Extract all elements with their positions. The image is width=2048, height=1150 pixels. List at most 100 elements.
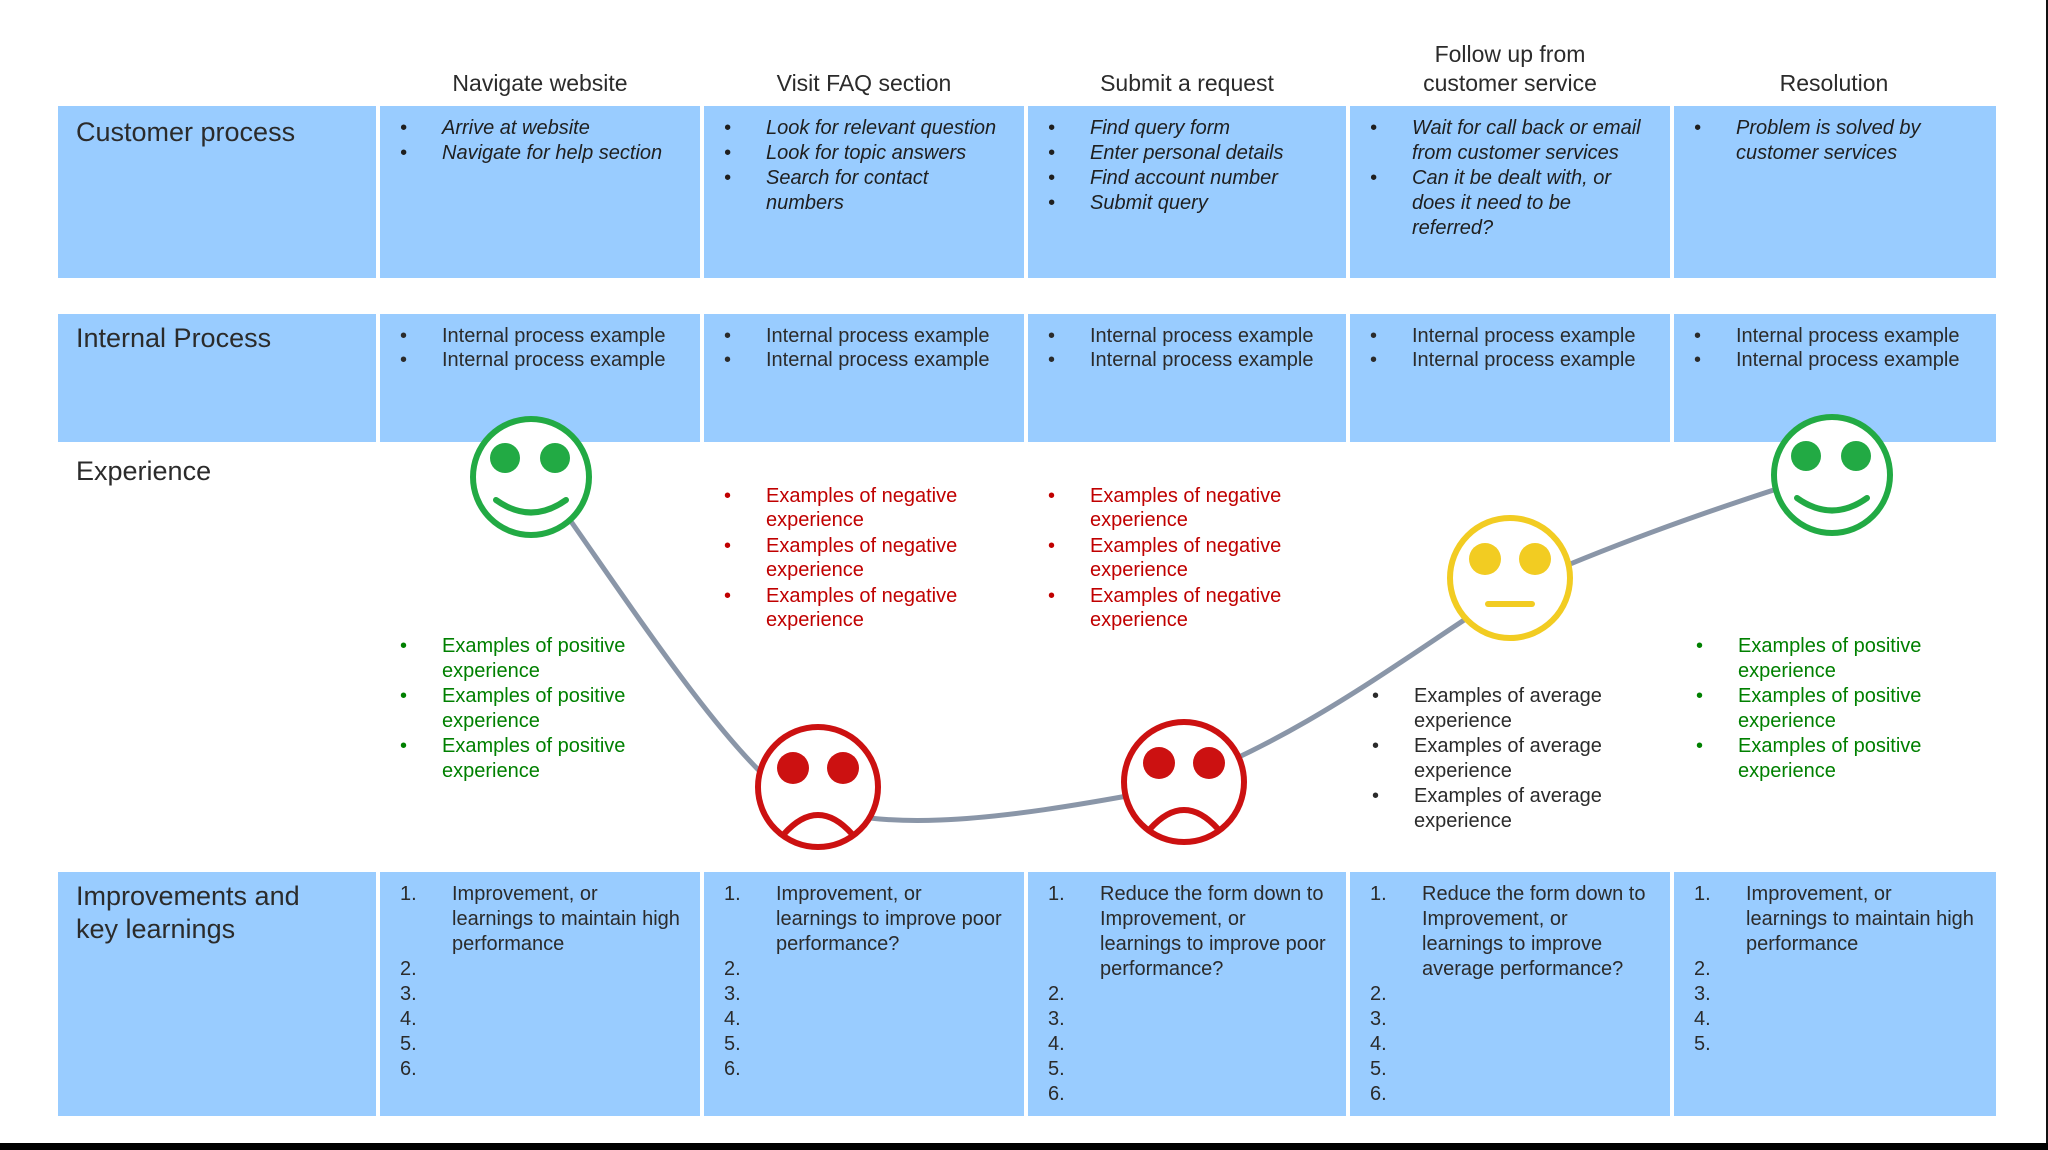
list-item: Problem is solved by customer services: [1694, 116, 1974, 166]
list-item: Find account number: [1048, 166, 1328, 191]
list-item: Arrive at website: [400, 116, 680, 141]
customer-steps-list: Wait for call back or email from custome…: [1370, 116, 1650, 241]
list-number: 6.: [400, 1058, 417, 1080]
row-label-cell: Improvements and key learnings: [58, 872, 376, 1116]
list-number: 4.: [400, 1008, 417, 1030]
list-number: 4.: [1694, 1008, 1711, 1030]
list-item: Examples of average experience: [1372, 734, 1642, 784]
column-header-faq: Visit FAQ section: [776, 70, 952, 96]
column-header-submit: Submit a request: [1100, 70, 1274, 96]
happy-face-icon: [1771, 414, 1893, 536]
list-item: 4.: [400, 1007, 680, 1032]
list-item: Examples of negative experience: [1048, 534, 1308, 582]
list-item: Internal process example: [1370, 348, 1660, 372]
improvements-cell-2: 1.Improvement, or learnings to improve p…: [704, 872, 1024, 1116]
list-number: 5.: [1370, 1058, 1387, 1080]
internal-list: Internal process example Internal proces…: [1694, 324, 1984, 372]
list-item: 2.: [1694, 957, 1974, 982]
improvements-cell-3: 1. Reduce the form down to Improvement, o…: [1028, 872, 1346, 1116]
list-item: Examples of positive experience: [400, 634, 670, 684]
list-item: 1.Improvement, or learnings to maintain …: [1694, 882, 1974, 957]
improvements-list: 1.Improvement, or learnings to improve p…: [724, 882, 1004, 1082]
sad-face-icon: [755, 724, 881, 850]
list-item: 1.Improvement, or learnings to maintain …: [400, 882, 680, 957]
list-number: 6.: [1370, 1083, 1387, 1105]
list-item: Can it be dealt with, or does it need to…: [1370, 166, 1650, 241]
list-item: Look for topic answers: [724, 141, 1004, 166]
list-item: Internal process example: [724, 348, 1014, 372]
customer-cell-1: Arrive at website Navigate for help sect…: [380, 106, 700, 278]
improvements-label: Improvements and key learnings: [76, 881, 300, 944]
list-number: 5.: [724, 1033, 741, 1055]
improvements-list: 1. Reduce the form down to Improvement, o…: [1048, 882, 1328, 1107]
list-item: 2.: [1370, 982, 1650, 1007]
list-item: 5.: [400, 1032, 680, 1057]
list-item: 4.: [1694, 1007, 1974, 1032]
list-item: 5.: [1048, 1057, 1328, 1082]
improvements-list: 1.Improvement, or learnings to maintain …: [400, 882, 680, 1082]
customer-steps-list: Find query form Enter personal details F…: [1048, 116, 1328, 216]
list-number: 4.: [1048, 1033, 1065, 1055]
customer-steps-list: Look for relevant question Look for topi…: [724, 116, 1004, 216]
list-number: 3.: [1694, 983, 1711, 1005]
list-number: 6.: [724, 1058, 741, 1080]
list-number: 3.: [400, 983, 417, 1005]
list-item: 6.: [724, 1057, 1004, 1082]
list-number: 3.: [1048, 1008, 1065, 1030]
list-number: 2.: [1694, 958, 1711, 980]
list-item: 5.: [1370, 1057, 1650, 1082]
list-item: 1. Reduce the form down to Improvement, o…: [1048, 882, 1328, 982]
customer-steps-list: Arrive at website Navigate for help sect…: [400, 116, 680, 166]
list-item: Internal process example: [400, 348, 690, 372]
list-item: 4.: [724, 1007, 1004, 1032]
list-item: Navigate for help section: [400, 141, 680, 166]
list-item: Search for contact numbers: [724, 166, 1004, 216]
list-item: Submit query: [1048, 191, 1328, 216]
happy-face-icon: [470, 416, 592, 538]
internal-list: Internal process example Internal proces…: [724, 324, 1014, 372]
customer-cell-3: Find query form Enter personal details F…: [1028, 106, 1346, 278]
list-item: Examples of positive experience: [1696, 634, 1966, 684]
customer-cell-5: Problem is solved by customer services: [1674, 106, 1996, 278]
list-item: Internal process example: [724, 324, 1014, 348]
list-number: 1.: [724, 883, 741, 905]
list-number: 2.: [724, 958, 741, 980]
list-item: Internal process example: [400, 324, 690, 348]
improvements-cell-5: 1.Improvement, or learnings to maintain …: [1674, 872, 1996, 1116]
list-number: 6.: [1048, 1083, 1065, 1105]
list-item: Internal process example: [1694, 348, 1984, 372]
row-label-cell: Internal Process: [58, 314, 376, 442]
list-number: 2.: [1370, 983, 1387, 1005]
positive-experience-list: Examples of positive experience Examples…: [1696, 634, 1966, 784]
column-header-follow-up: Follow up from customer service: [1423, 41, 1597, 96]
list-number: 1.: [1694, 883, 1711, 905]
list-item: 5.: [1694, 1032, 1974, 1057]
list-item: 2.: [724, 957, 1004, 982]
list-item: 2.: [1048, 982, 1328, 1007]
row-label-cell: Customer process: [58, 106, 376, 278]
list-number: 1.: [1048, 883, 1065, 905]
list-item: Examples of negative experience: [724, 584, 984, 632]
customer-process-label: Customer process: [76, 117, 296, 147]
list-item-text: Reduce the form down to Improvement, or …: [1100, 883, 1326, 980]
list-item: Look for relevant question: [724, 116, 1004, 141]
list-item: Examples of positive experience: [1696, 734, 1966, 784]
list-item: 6.: [400, 1057, 680, 1082]
column-header-navigate: Navigate website: [452, 70, 628, 96]
neutral-face-icon: [1447, 515, 1573, 641]
improvements-cell-4: 1.Reduce the form down to Improvement, o…: [1350, 872, 1670, 1116]
list-number: 1.: [400, 883, 417, 905]
positive-experience-list: Examples of positive experience Examples…: [400, 634, 670, 784]
list-item: 3.: [724, 982, 1004, 1007]
internal-list: Internal process example Internal proces…: [1048, 324, 1338, 372]
customer-cell-2: Look for relevant question Look for topi…: [704, 106, 1024, 278]
internal-list: Internal process example Internal proces…: [1370, 324, 1660, 372]
list-number: 4.: [1370, 1033, 1387, 1055]
list-item: Internal process example: [1370, 324, 1660, 348]
list-number: 5.: [1694, 1033, 1711, 1055]
list-item: 3.: [1694, 982, 1974, 1007]
list-item: Internal process example: [1048, 324, 1338, 348]
internal-list: Internal process example Internal proces…: [400, 324, 690, 372]
improvements-list: 1.Reduce the form down to Improvement, o…: [1370, 882, 1650, 1107]
